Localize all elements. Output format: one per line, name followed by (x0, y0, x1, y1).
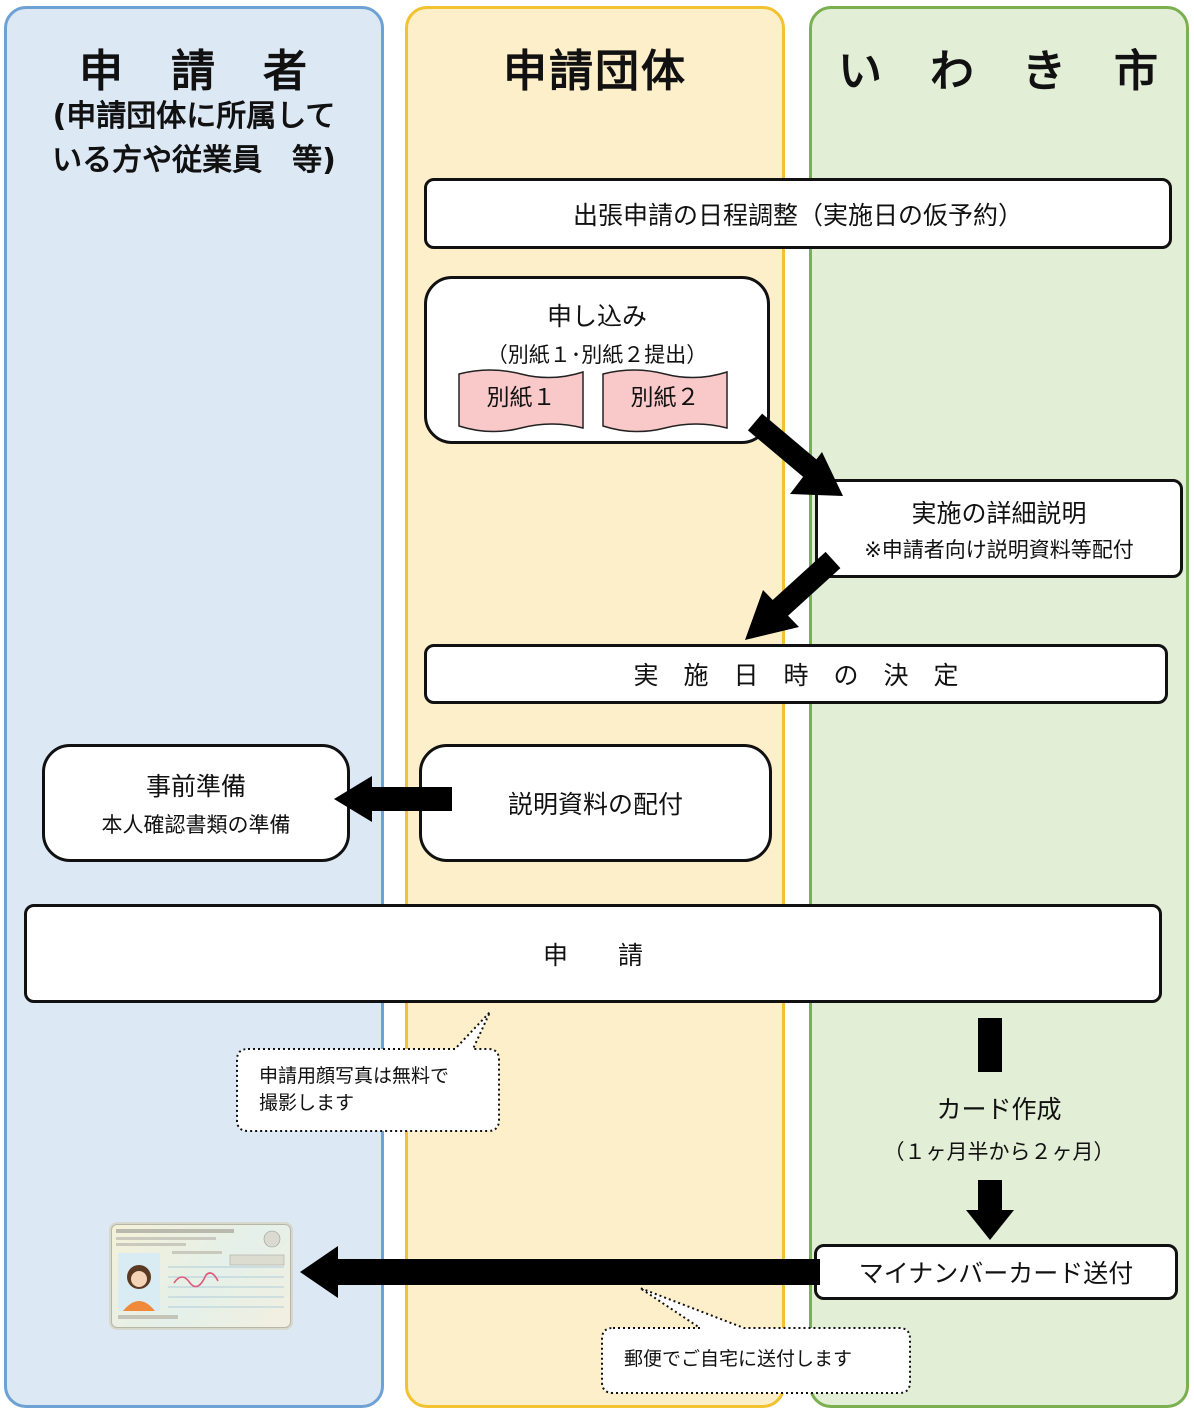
step-detail-title: 実施の詳細説明 (911, 498, 1087, 528)
step-application: 申 請 (24, 904, 1162, 1003)
step-card-make-title: カード作成 (936, 1095, 1062, 1124)
step-prep-sub: 本人確認書類の準備 (101, 813, 291, 837)
step-card-period: （１ヶ月半から２ヶ月） (883, 1140, 1115, 1164)
step-send-label: マイナンバーカード送付 (858, 1259, 1134, 1288)
step-schedule-label: 出張申請の日程調整（実施日の仮予約） (572, 200, 1023, 230)
step-apply-sub: （別紙１･別紙２提出） (486, 343, 708, 367)
callout-mail-text: 郵便でご自宅に送付します (624, 1348, 853, 1370)
lane-title-city: い わ き 市 (838, 46, 1160, 97)
document-icon (602, 369, 728, 433)
lane-subtitle-line1: (申請団体に所属して (52, 99, 336, 134)
document-icon (458, 369, 584, 433)
step-application-label: 申 請 (542, 940, 643, 970)
form-2: 別紙２ (602, 366, 728, 434)
lane-title-applicant: 申 請 者 (79, 46, 309, 97)
step-decide-label: 実 施 日 時 の 決 定 (633, 661, 959, 690)
callout-photo-line2: 撮影します (259, 1092, 355, 1114)
form-1-label: 別紙１ (486, 385, 556, 411)
step-prep-title: 事前準備 (145, 772, 246, 801)
step-detail: 実施の詳細説明 ※申請者向け説明資料等配付 (815, 479, 1183, 578)
lane-title-group: 申請団体 (503, 46, 687, 97)
step-apply-title: 申し込み (546, 302, 647, 331)
step-send: マイナンバーカード送付 (814, 1244, 1178, 1300)
id-card-icon (116, 1229, 285, 1319)
form-2-label: 別紙２ (630, 385, 700, 411)
step-prep: 事前準備 本人確認書類の準備 (42, 744, 350, 862)
step-distribute-label: 説明資料の配付 (507, 790, 683, 819)
lane-subtitle-line2: いる方や従業員 等) (52, 143, 336, 178)
step-card-make: カード作成 （１ヶ月半から２ヶ月） (815, 1090, 1183, 1166)
callout-mail: 郵便でご自宅に送付します (624, 1346, 852, 1373)
my-number-card-image (111, 1224, 291, 1328)
lane-subtitle-applicant: (申請団体に所属して いる方や従業員 等) (7, 95, 381, 183)
step-distribute: 説明資料の配付 (419, 744, 772, 862)
lane-applicant: 申 請 者 (申請団体に所属して いる方や従業員 等) (4, 6, 384, 1408)
step-decide: 実 施 日 時 の 決 定 (424, 644, 1168, 704)
form-1: 別紙１ (458, 366, 584, 434)
step-schedule: 出張申請の日程調整（実施日の仮予約） (424, 178, 1172, 249)
callout-photo-line1: 申請用顔写真は無料で (259, 1065, 450, 1087)
step-detail-sub: ※申請者向け説明資料等配付 (864, 537, 1134, 562)
callout-photo: 申請用顔写真は無料で 撮影します (259, 1063, 449, 1117)
